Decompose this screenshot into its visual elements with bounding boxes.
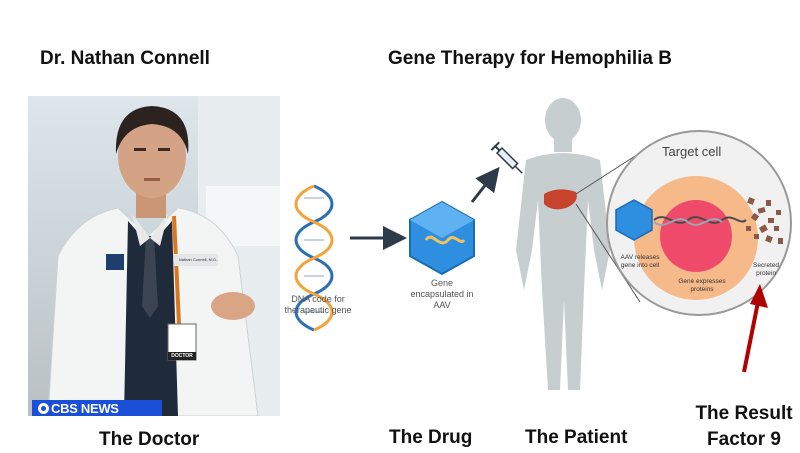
arrow-aav-to-syringe <box>470 166 500 203</box>
patient-body-silhouette <box>516 98 610 390</box>
doctor-name-heading: Dr. Nathan Connell <box>40 48 210 69</box>
cbs-eye-icon <box>38 402 49 414</box>
cbs-news-logo: CBS NEWS <box>32 400 162 416</box>
caption-drug: The Drug <box>389 427 473 448</box>
coat-name-text: Nathan Connell, M.D. <box>178 257 218 262</box>
cbs-news-text: CBS NEWS <box>51 400 119 416</box>
gene-therapy-diagram <box>294 98 661 390</box>
gene-express-label: Gene expresses proteins <box>678 278 726 293</box>
page-title: Gene Therapy for Hemophilia B <box>388 48 672 69</box>
doctor-illustration <box>47 96 280 416</box>
aav-capsid-icon <box>409 200 475 276</box>
dna-label: DNA code for therapeutic gene <box>284 294 352 315</box>
cell-nucleus <box>660 200 732 272</box>
secreted-protein-label: Secreted protein <box>752 262 780 277</box>
cell-internals <box>615 197 783 244</box>
hair <box>115 106 189 154</box>
badge-label: DOCTOR <box>171 353 193 359</box>
result-arrow <box>742 284 768 373</box>
caption-doctor: The Doctor <box>99 429 200 450</box>
aav-label: Gene encapsulated in AAV <box>410 278 474 310</box>
syringe-icon <box>490 141 523 174</box>
aav-release-label: AAV releases gene into cell <box>620 254 660 269</box>
caption-patient: The Patient <box>525 427 628 448</box>
secreted-protein-particles <box>746 197 783 244</box>
liver-icon <box>544 189 577 210</box>
doctor-photo: Nathan Connell, M.D. DOCTOR <box>28 96 280 416</box>
tie <box>142 236 158 318</box>
gene-strand-icon <box>653 216 747 224</box>
caption-result: The Result Factor 9 <box>690 401 798 453</box>
aav-in-cell-icon <box>615 199 653 241</box>
coat-logo <box>106 254 124 270</box>
sweater <box>124 221 178 416</box>
hand <box>211 292 255 320</box>
face <box>118 114 186 198</box>
cell-title: Target cell <box>662 144 722 159</box>
caption-result-line2: Factor 9 <box>707 429 781 450</box>
caption-result-line1: The Result <box>695 403 793 424</box>
dna-helix-icon <box>294 184 334 332</box>
